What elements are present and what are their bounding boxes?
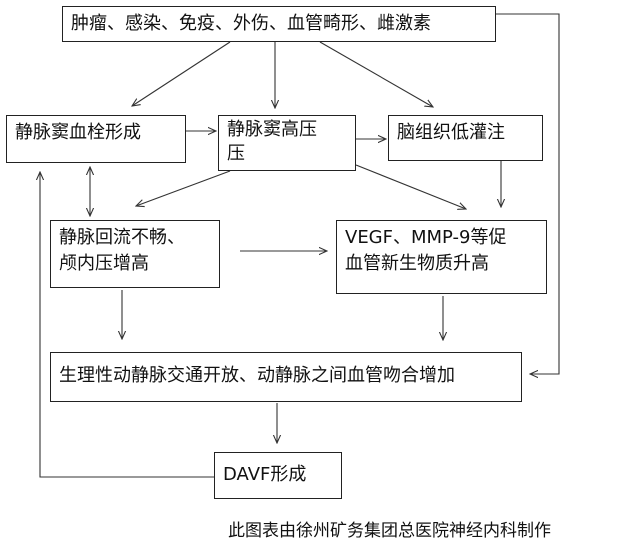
- node-venous-obstruction: 静脉回流不畅、 颅内压增高: [50, 220, 220, 288]
- node-sinus-thrombosis: 静脉窦血栓形成: [6, 115, 186, 163]
- arrow-causes-to-shunts: [496, 13, 560, 374]
- credit-caption: 此图表由徐州矿务集团总医院神经内科制作: [228, 521, 551, 541]
- node-causes: 肿瘤、感染、免疫、外伤、血管畸形、雌激素: [62, 6, 496, 42]
- node-av-shunts: 生理性动静脉交通开放、动静脉之间血管吻合增加: [50, 352, 522, 402]
- arrow-causes-to-hypoperfusion: [319, 41, 433, 107]
- arrow-hypertension-to-obstruction: [136, 170, 231, 206]
- arrow-causes-to-thrombosis: [132, 41, 231, 106]
- arrow-davf-feedback-to-thrombosis: [40, 172, 214, 478]
- node-hypoperfusion: 脑组织低灌注: [388, 115, 543, 161]
- node-sinus-hypertension: 静脉窦高压 压: [218, 115, 356, 171]
- node-growth-factors: VEGF、MMP-9等促 血管新生物质升高: [336, 220, 547, 294]
- node-davf: DAVF形成: [214, 452, 342, 499]
- arrow-hypertension-to-growth-factors: [355, 164, 466, 209]
